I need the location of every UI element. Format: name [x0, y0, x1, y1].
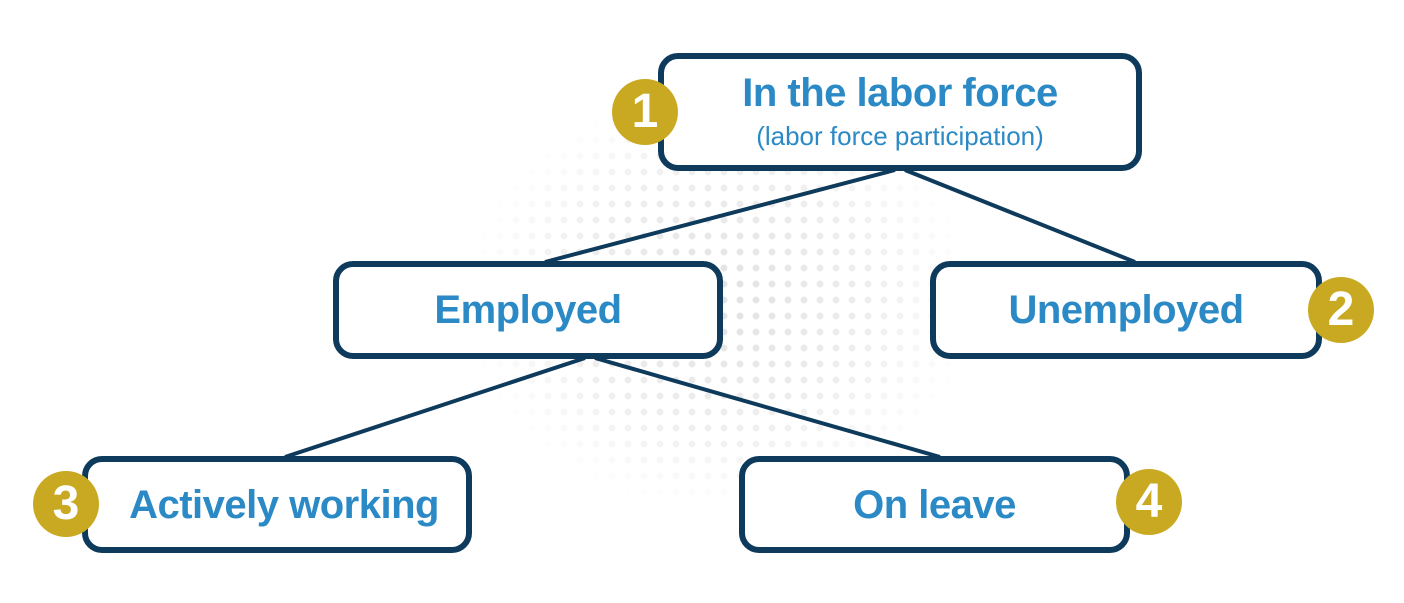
node-unemployed: Unemployed — [930, 261, 1322, 359]
badge-2: 2 — [1308, 277, 1374, 343]
node-unemployed-label: Unemployed — [1008, 288, 1244, 332]
node-on-leave-label: On leave — [853, 482, 1016, 527]
node-on-leave: On leave — [739, 456, 1130, 553]
connector-employed-active — [284, 356, 586, 459]
badge-1: 1 — [612, 79, 678, 145]
node-employed-label: Employed — [434, 288, 622, 332]
node-in-labor-force-sublabel: (labor force participation) — [756, 120, 1044, 151]
node-actively-working: Actively working — [82, 456, 472, 553]
connector-employed-leave — [594, 356, 941, 459]
connector-labor-employed — [544, 168, 896, 264]
node-employed: Employed — [333, 261, 723, 359]
connector-labor-unemployed — [904, 168, 1136, 264]
node-in-labor-force: In the labor force (labor force particip… — [658, 53, 1142, 171]
node-in-labor-force-label: In the labor force — [742, 70, 1058, 115]
badge-4: 4 — [1116, 469, 1182, 535]
node-actively-working-label: Actively working — [129, 482, 439, 527]
badge-3: 3 — [33, 471, 99, 537]
